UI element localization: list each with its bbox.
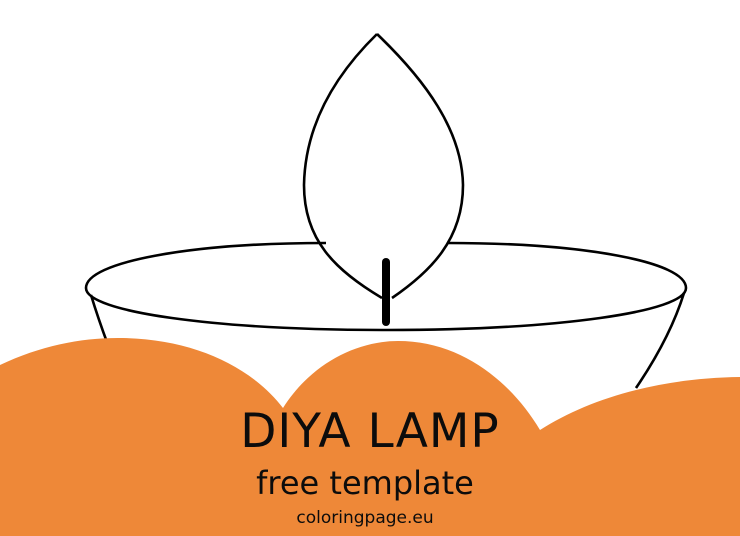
flame-icon: [302, 33, 465, 300]
lamp-rim-back: [84, 241, 688, 289]
bowl-right-side: [634, 292, 686, 389]
lamp-rim-front: [84, 287, 688, 332]
banner-title: DIYA LAMP: [240, 404, 500, 459]
orange-hills-banner: [0, 338, 740, 536]
site-credit: coloringpage.eu: [296, 508, 434, 528]
banner-subtitle: free template: [256, 464, 474, 502]
